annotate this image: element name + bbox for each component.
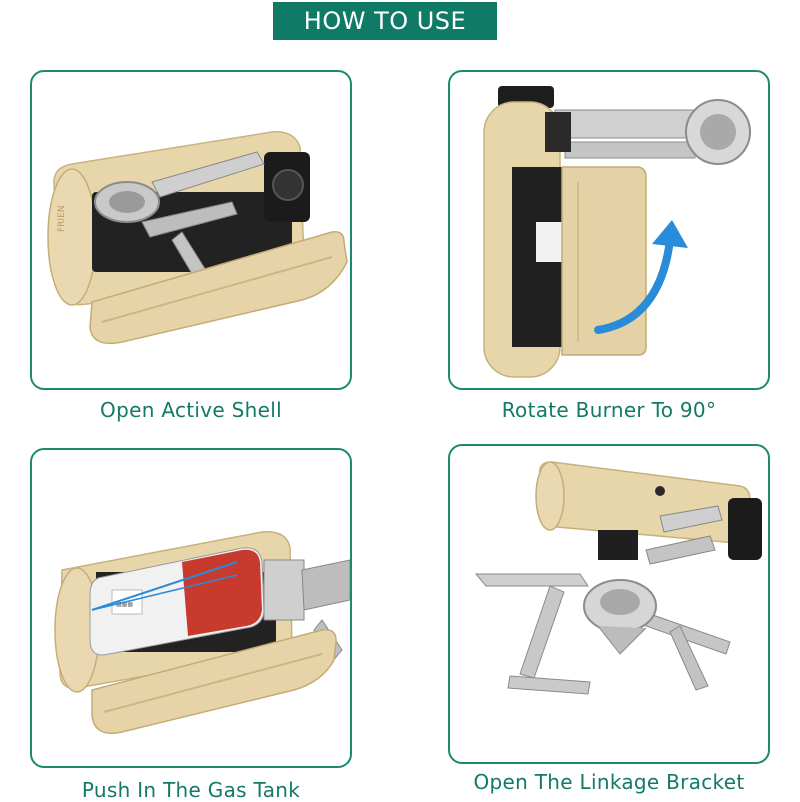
step-2-illustration	[483, 86, 751, 378]
step-2-panel	[448, 70, 770, 390]
svg-text:FRIEN: FRIEN	[57, 205, 67, 232]
step-2-caption: Rotate Burner To 90°	[501, 398, 717, 422]
banner-title: HOW TO USE	[303, 7, 467, 35]
step-1-panel: FRIEN	[30, 70, 352, 390]
svg-text:▦▦▦: ▦▦▦	[116, 601, 133, 608]
step-1-caption: Open Active Shell	[100, 398, 282, 422]
step-4-panel	[448, 444, 770, 764]
step-1-illustration: FRIEN	[47, 131, 348, 345]
step-4-caption: Open The Linkage Bracket	[473, 770, 745, 794]
step-3-panel: ▦▦▦	[30, 448, 352, 768]
how-to-use-banner: HOW TO USE	[273, 2, 497, 40]
step-4-illustration	[474, 461, 762, 695]
step-3-illustration: ▦▦▦	[54, 531, 350, 734]
step-3-caption: Push In The Gas Tank	[81, 778, 301, 802]
